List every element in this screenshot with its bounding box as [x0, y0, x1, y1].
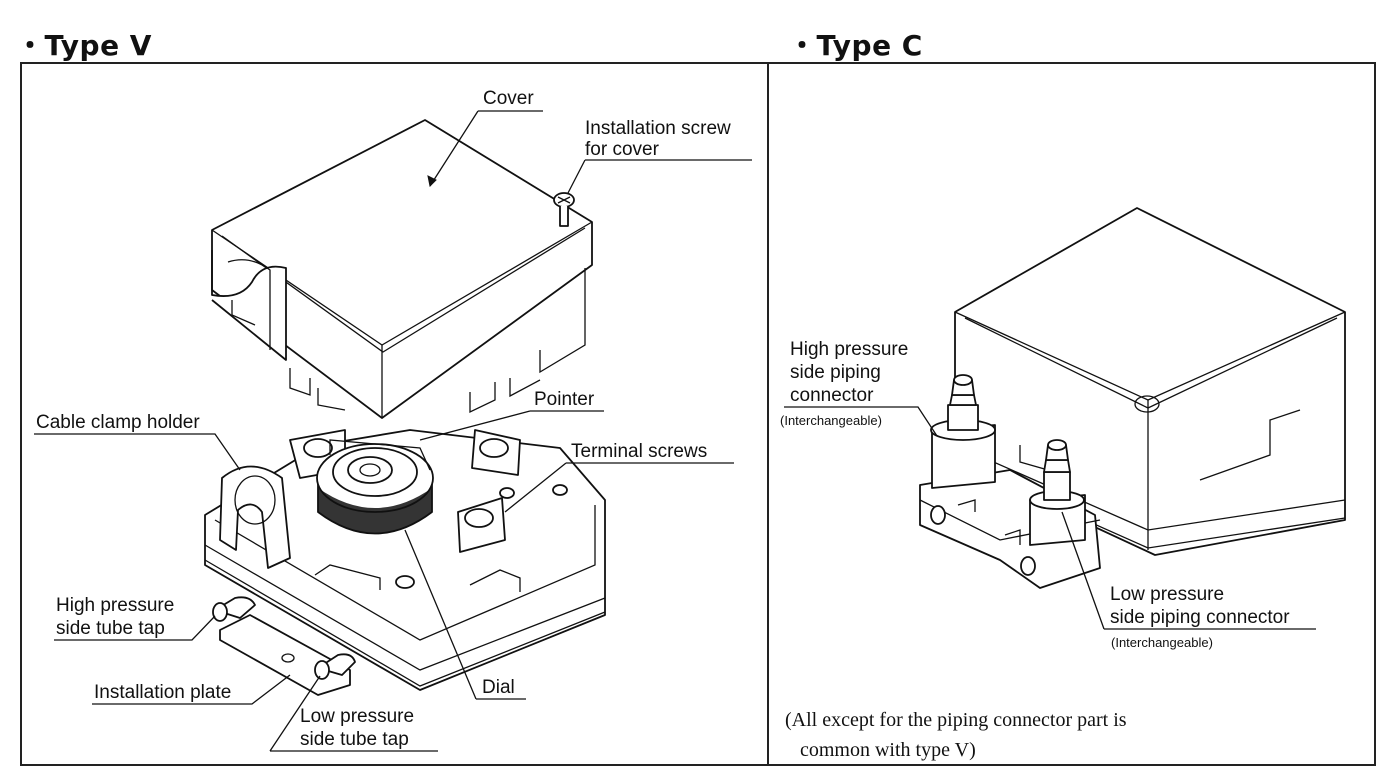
label-high-conn-line3: connector — [790, 385, 874, 406]
type-c-high-connector — [930, 374, 996, 489]
label-high-conn-line2: side piping — [790, 362, 881, 383]
type-c-note-line2: common with type V) — [800, 739, 976, 761]
label-low-conn-line1: Low pressure — [1110, 584, 1224, 605]
label-low-conn-note: (Interchangeable) — [1111, 635, 1213, 650]
panel-divider — [767, 62, 769, 766]
label-low-tap-line1: Low pressure — [300, 706, 414, 727]
label-high-conn-line1: High pressure — [790, 339, 908, 360]
type-c-low-connector — [1029, 439, 1086, 546]
label-screw-line1: Installation screw — [585, 118, 731, 139]
label-high-tap-line1: High pressure — [56, 595, 174, 616]
type-c-note-line1: (All except for the piping connector par… — [785, 709, 1127, 731]
type-c-title: ・Type C — [788, 29, 923, 62]
label-terminal-screws: Terminal screws — [571, 441, 707, 462]
cable-clamp-drawing — [219, 465, 291, 569]
label-low-tap-line2: side tube tap — [300, 729, 409, 750]
type-c-drawing: High pressure side piping connector (Int… — [780, 207, 1346, 761]
type-v-title: ・Type V — [16, 29, 152, 62]
label-screw-line2: for cover — [585, 139, 660, 160]
label-dial: Dial — [482, 677, 515, 698]
label-pointer: Pointer — [534, 389, 595, 410]
label-high-tap-line2: side tube tap — [56, 618, 165, 639]
label-low-conn-line2: side piping connector — [1110, 607, 1290, 628]
type-v-drawing: Cover Installation screw for cover Point… — [34, 88, 752, 752]
dial-drawing — [316, 439, 434, 535]
label-cable-clamp: Cable clamp holder — [36, 412, 200, 433]
label-high-conn-note: (Interchangeable) — [780, 413, 882, 428]
label-installation-plate: Installation plate — [94, 682, 231, 703]
diagram-frame — [20, 62, 1376, 766]
cover-screw-drawing — [553, 192, 575, 227]
installation-plate-drawing — [212, 596, 356, 696]
label-cover: Cover — [483, 88, 534, 109]
cover-drawing — [211, 119, 593, 419]
